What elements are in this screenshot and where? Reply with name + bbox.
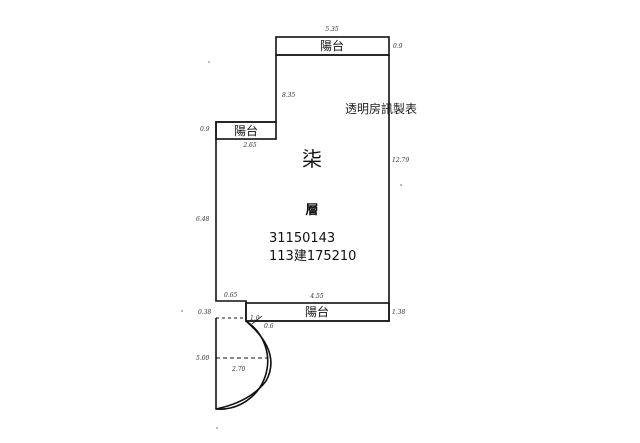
dim-bottom-width: 4.55: [309, 293, 324, 300]
top-balcony-label: 陽台: [320, 38, 344, 53]
bay-radius-line: [251, 315, 263, 325]
dim-upper-left-wall: 8.35: [282, 92, 296, 99]
dim-arc-radius: 2.70: [231, 366, 246, 373]
dim-arc-a: 1.0: [250, 315, 260, 322]
dim-arc-depth: 5.00: [196, 355, 210, 362]
dim-right-wall: 12.79: [392, 157, 409, 164]
code-line-1: 31150143: [269, 231, 335, 246]
dim-left-balcony-width: 2.65: [242, 142, 257, 149]
dim-bottom-left-corner: 0.38: [198, 309, 212, 316]
dim-arc-b: 0.6: [264, 323, 274, 330]
bottom-balcony-label: 陽台: [305, 304, 329, 319]
bottom-balcony: [245, 302, 390, 322]
dim-left-balcony-depth: 0.9: [200, 126, 210, 133]
dim-bottom-left-small: 0.65: [224, 292, 238, 299]
dim-bottom-right: 1.38: [392, 309, 406, 316]
floor-suffix: 層: [305, 203, 318, 218]
dim-top-balcony-depth: 0.9: [393, 43, 403, 50]
dim-top-width: 5.35: [325, 26, 339, 33]
top-balcony: [275, 36, 390, 56]
left-balcony: [215, 121, 277, 140]
code-line-2: 113建175210: [269, 249, 356, 264]
watermark-text: 透明房訊製表: [345, 101, 417, 116]
left-balcony-label: 陽台: [234, 123, 258, 138]
curved-bay-wall: [215, 320, 272, 410]
building-outline: [215, 54, 390, 322]
dim-left-wall: 6.48: [196, 216, 210, 223]
floor-label: 柒: [302, 147, 322, 171]
curved-bay: [215, 318, 269, 410]
